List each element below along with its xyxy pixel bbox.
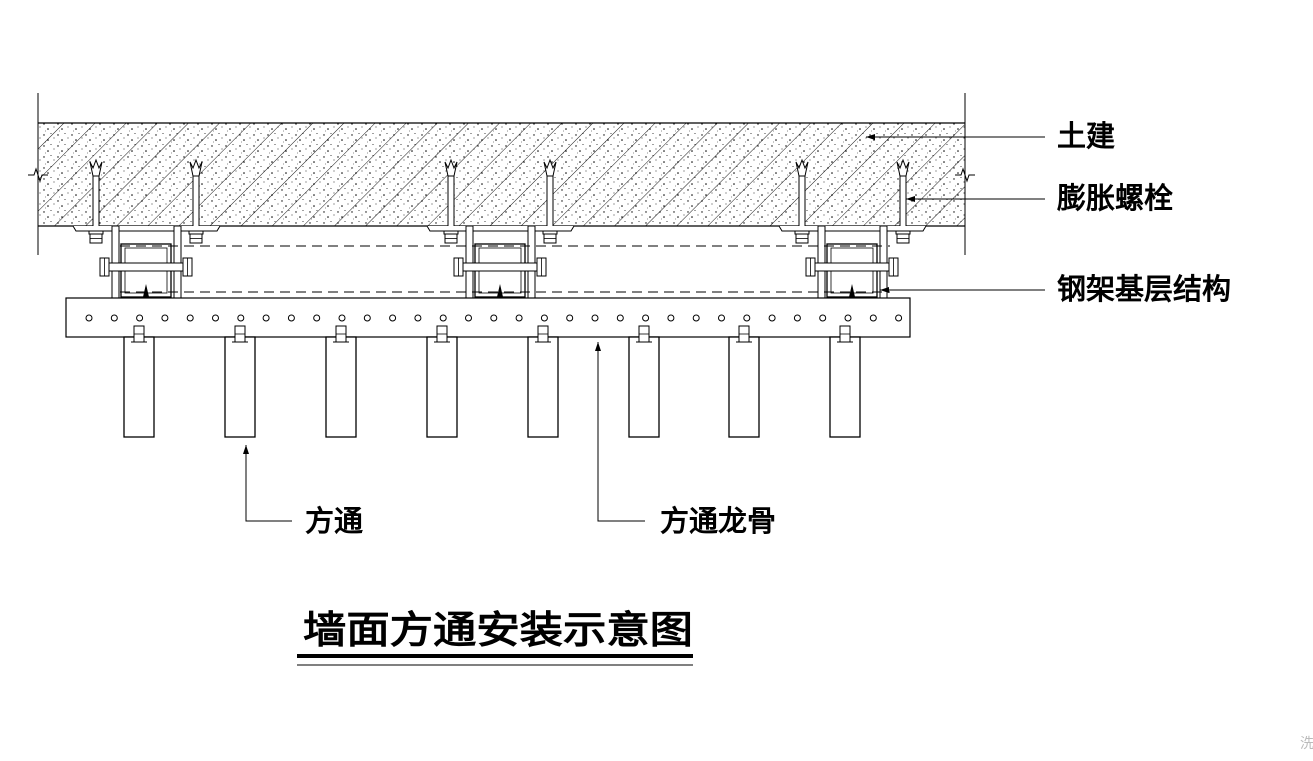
keel-hole xyxy=(540,314,548,322)
keel-hole xyxy=(718,314,725,322)
keel-hole xyxy=(667,314,675,322)
keel-hole xyxy=(237,314,245,322)
keel-hole xyxy=(287,314,295,322)
square-tube xyxy=(628,325,660,438)
hidden-lines xyxy=(120,245,890,293)
bolt-shank xyxy=(92,175,100,229)
angle-leg-right xyxy=(173,225,182,299)
tube-body xyxy=(527,336,559,438)
angle-leg-right xyxy=(527,225,536,299)
keel-hole xyxy=(389,314,397,322)
keel-hole xyxy=(895,314,903,322)
diagram-title: 墙面方通安装示意图 xyxy=(303,607,693,652)
keel-hole xyxy=(262,314,270,322)
square-tube xyxy=(325,325,357,438)
keel-hole xyxy=(490,314,498,322)
keel-hole xyxy=(414,314,422,322)
keel-hole xyxy=(465,314,472,322)
expansion-bolts xyxy=(88,158,911,244)
keel-hole xyxy=(642,314,650,322)
steel-bracket xyxy=(72,225,221,299)
keel-hole xyxy=(869,314,877,322)
diagram-title-group: 墙面方通安装示意图 xyxy=(297,607,693,666)
square-tube xyxy=(123,325,155,438)
angle-leg-left xyxy=(111,225,120,299)
bolt-shank xyxy=(447,175,455,229)
keel-hole xyxy=(136,314,144,322)
label-civil: 土建 xyxy=(1057,119,1115,153)
through-bolt xyxy=(107,262,185,272)
keel-hole xyxy=(515,314,523,322)
label-square-tube: 方通 xyxy=(305,504,363,538)
keel-hole xyxy=(212,314,219,322)
steel-base-frame xyxy=(72,225,927,299)
leader-lines xyxy=(243,134,1045,522)
square-tubes xyxy=(123,325,861,438)
bolt-shank xyxy=(798,175,806,229)
keel-hole xyxy=(566,314,574,322)
keel-hole xyxy=(439,314,447,322)
bolt-shank xyxy=(899,175,907,229)
tube-body xyxy=(628,336,660,438)
through-bolt xyxy=(461,262,539,272)
base-plate xyxy=(72,225,221,232)
square-tube xyxy=(527,325,559,438)
keel-hole xyxy=(743,314,751,322)
square-tube xyxy=(829,325,861,438)
bolt-shank xyxy=(192,175,200,229)
keel-hole xyxy=(363,314,371,322)
keel-hole xyxy=(844,314,852,322)
tube-body xyxy=(123,336,155,438)
fixing-screw xyxy=(849,284,855,297)
keel-hole xyxy=(692,314,700,322)
base-plate xyxy=(778,225,927,232)
angle-leg-left xyxy=(465,225,474,299)
tube-keel xyxy=(65,297,911,338)
keel-hole xyxy=(338,314,346,322)
watermark: 洗 xyxy=(1300,736,1313,752)
keel-hole xyxy=(110,314,118,322)
keel-hole xyxy=(591,314,599,322)
label-expansion-bolt: 膨胀螺栓 xyxy=(1057,181,1173,215)
base-plate xyxy=(426,225,575,232)
keel-hole xyxy=(793,314,801,322)
keel-hole xyxy=(161,314,169,322)
square-tube xyxy=(728,325,760,438)
keel-hole xyxy=(819,314,827,322)
label-tube-keel: 方通龙骨 xyxy=(660,504,776,538)
fixing-screw xyxy=(497,284,503,297)
tube-body xyxy=(224,336,256,438)
fixing-screw xyxy=(143,284,149,297)
keel-hole xyxy=(313,314,321,322)
keel-hole xyxy=(616,314,624,322)
keel-hole xyxy=(768,314,776,322)
bolt-shank xyxy=(546,175,554,229)
square-tube xyxy=(426,325,458,438)
label-steel-frame: 钢架基层结构 xyxy=(1057,272,1231,306)
steel-bracket xyxy=(426,225,575,299)
angle-leg-left xyxy=(817,225,826,299)
tube-body xyxy=(325,336,357,438)
keel-hole xyxy=(186,314,194,322)
tube-body xyxy=(426,336,458,438)
through-bolt xyxy=(813,262,891,272)
square-tube xyxy=(224,325,256,438)
keel-hole xyxy=(85,314,93,322)
angle-leg-right xyxy=(879,225,888,299)
steel-bracket xyxy=(778,225,927,299)
tube-body xyxy=(728,336,760,438)
tube-body xyxy=(829,336,861,438)
